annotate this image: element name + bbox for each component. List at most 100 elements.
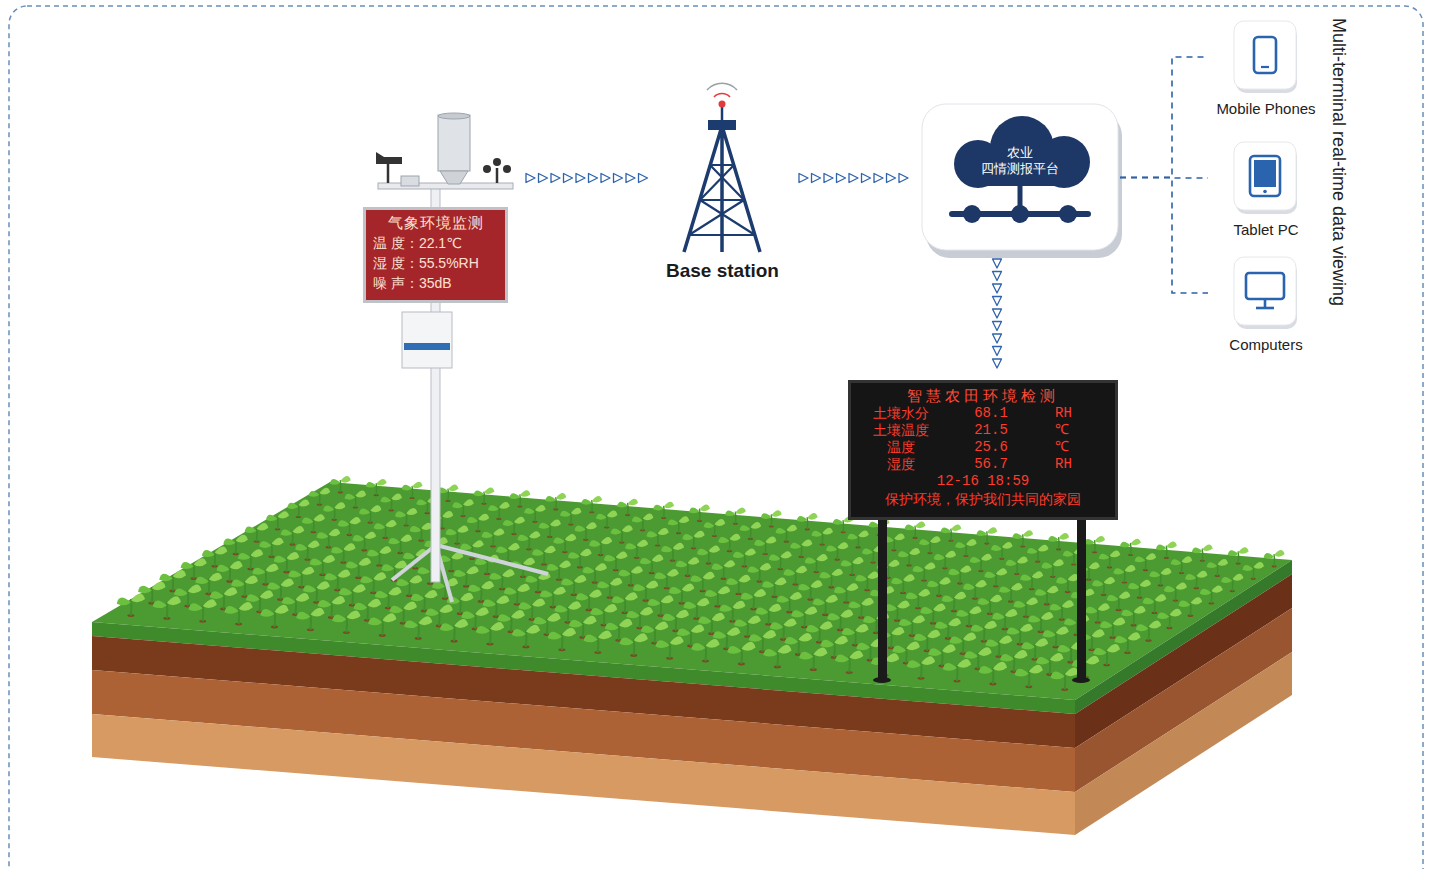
- seedling-stem: [1091, 635, 1093, 650]
- seedling-stem: [872, 550, 874, 563]
- seedling-leaf: [919, 539, 930, 545]
- seedling-leaf: [762, 581, 774, 588]
- seedling-leaf: [568, 601, 581, 609]
- seedling-stem: [1124, 569, 1126, 582]
- seedling-leaf: [786, 525, 797, 532]
- seedling-leaf: [1166, 542, 1176, 549]
- seedling: [799, 648, 827, 672]
- seedling-stem: [833, 641, 835, 657]
- seedling-leaf: [700, 505, 710, 512]
- seedling-stem: [657, 532, 659, 545]
- seedling-leaf: [771, 510, 781, 517]
- seedling-leaf: [770, 622, 783, 629]
- seedling-leaf: [332, 615, 346, 623]
- seedling-stem: [893, 538, 895, 551]
- seedling-stem: [768, 609, 770, 624]
- sensor-head: [401, 176, 419, 186]
- seedling-stem: [495, 601, 497, 617]
- seedling-stem: [561, 633, 563, 650]
- seedling-leaf: [791, 610, 804, 617]
- seedling-leaf: [948, 618, 961, 626]
- seedling-stem: [280, 584, 282, 600]
- seedling-leaf: [152, 582, 166, 591]
- seedling-leaf: [992, 613, 1005, 620]
- seedling-stem: [355, 495, 357, 508]
- seedling: [835, 650, 863, 674]
- seedling-stem: [645, 586, 647, 601]
- seedling-leaf: [691, 624, 705, 633]
- seedling: [905, 522, 926, 539]
- seedling-leaf: [1027, 548, 1038, 554]
- seedling-leaf: [996, 568, 1008, 575]
- seedling-leaf: [1085, 607, 1097, 614]
- icon-tile: [922, 104, 1118, 250]
- seedling-stem: [702, 577, 704, 591]
- seedling-leaf: [1095, 536, 1105, 543]
- seedling-stem: [606, 515, 608, 528]
- seedling-leaf: [1035, 638, 1048, 646]
- seedling-stem: [579, 553, 581, 567]
- seedling-leaf: [1114, 636, 1127, 643]
- seedling-stem: [947, 623, 949, 638]
- seedling-leaf: [942, 644, 956, 653]
- seedling-leaf: [340, 476, 350, 483]
- seedling: [1028, 612, 1053, 633]
- seedling-leaf: [1134, 606, 1146, 614]
- seedling: [791, 607, 817, 629]
- seedling-leaf: [517, 584, 530, 592]
- seedling: [569, 616, 597, 639]
- seedling-leaf: [352, 535, 364, 541]
- seedling: [317, 529, 341, 549]
- seedling-leaf: [366, 482, 376, 488]
- seedling-leaf: [858, 531, 869, 538]
- seedling-leaf: [750, 522, 761, 529]
- seedling-leaf: [834, 636, 848, 645]
- seedling: [380, 494, 402, 512]
- seedling-stem: [1217, 563, 1219, 576]
- seedling-leaf: [978, 598, 990, 605]
- seedling-leaf: [697, 549, 709, 555]
- seedling-leaf: [732, 601, 745, 609]
- seedling-leaf: [940, 528, 950, 534]
- display-reading: 温 度：22.1℃: [373, 233, 498, 253]
- seedling: [705, 586, 730, 607]
- seedling-stem: [543, 551, 545, 565]
- seedling-leaf: [611, 528, 622, 534]
- seedling-leaf: [442, 511, 453, 518]
- seedling-stem: [492, 533, 494, 546]
- seedling: [906, 589, 930, 609]
- seedling: [855, 572, 879, 592]
- led-board: 智慧农田环境检测土壤水分68.1RH土壤温度21.5℃温度25.6℃湿度56.7…: [848, 380, 1118, 520]
- seedling-stem: [995, 573, 997, 586]
- seedling-leaf: [417, 567, 430, 574]
- board-title: 智慧农田环境检测: [861, 386, 1105, 405]
- seedling-stem: [965, 543, 967, 556]
- board-legs: [873, 512, 1090, 683]
- seedling-stem: [959, 570, 961, 583]
- seedling-stem: [378, 551, 380, 565]
- seedling-leaf: [816, 554, 828, 561]
- seedling-stem: [426, 501, 428, 514]
- seedling-leaf: [960, 565, 972, 572]
- seedling-leaf: [153, 600, 167, 608]
- seedling-leaf: [1135, 556, 1146, 562]
- seedling-leaf: [296, 593, 310, 602]
- seedling-stem: [729, 538, 731, 551]
- seedling-leaf: [905, 525, 915, 531]
- seedling: [763, 645, 791, 669]
- signal-wave: [714, 94, 730, 97]
- seedling-leaf: [780, 551, 792, 558]
- seedling-stem: [974, 585, 976, 599]
- seedling: [395, 508, 417, 527]
- seedling-stem: [531, 604, 533, 620]
- seedling-leaf: [935, 622, 948, 629]
- seedling: [992, 609, 1017, 630]
- seedling-stem: [842, 520, 844, 532]
- seedling-leaf: [1051, 672, 1065, 680]
- seedling-leaf: [849, 650, 863, 659]
- seedling-leaf: [688, 557, 700, 564]
- seedling: [1035, 586, 1059, 606]
- seedling: [467, 514, 489, 533]
- monitor-base: [1256, 307, 1274, 310]
- seedling-stem: [405, 512, 407, 525]
